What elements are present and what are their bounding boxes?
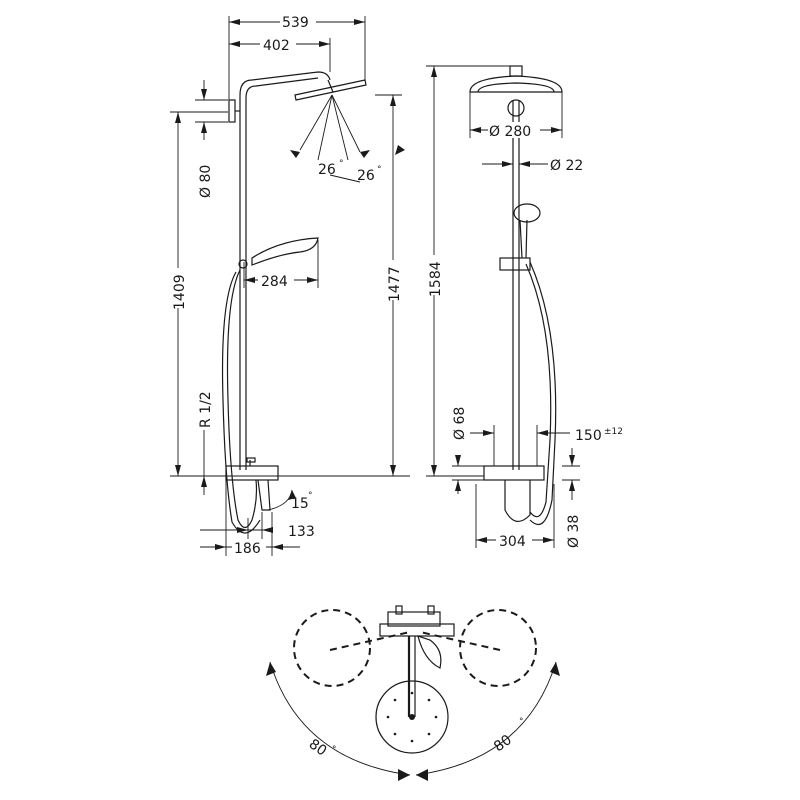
top-angle-left-label: 80 xyxy=(306,736,330,759)
dim-d68-label: Ø 68 xyxy=(452,407,468,440)
front-hand-shower-holder xyxy=(499,257,531,271)
dim-d38-label: Ø 38 xyxy=(566,515,582,548)
svg-text:°: ° xyxy=(339,159,344,169)
dim-284-label: 284 xyxy=(261,274,288,290)
dim-150-label: 150 xyxy=(575,428,602,444)
thermostat-mixer xyxy=(225,465,279,481)
front-hand-shower xyxy=(513,203,541,223)
front-view: Ø 280 Ø 22 1584 Ø 68 150 ±12 xyxy=(426,65,623,550)
front-overhead-head xyxy=(469,75,563,93)
bath-spout xyxy=(257,479,271,511)
dim-133-label: 133 xyxy=(288,524,315,540)
dim-1584-label: 1584 xyxy=(428,261,444,297)
dim-d80-label: Ø 80 xyxy=(198,165,214,198)
riser-pipe-inner xyxy=(245,77,319,470)
riser-pipe xyxy=(239,71,331,470)
dim-1477-label: 1477 xyxy=(387,266,403,302)
dim-1409-label: 1409 xyxy=(172,274,188,310)
front-thermostat xyxy=(483,465,545,481)
top-overhead-head xyxy=(375,680,449,754)
svg-text:°: ° xyxy=(308,491,313,501)
svg-text:°: ° xyxy=(332,745,337,755)
top-mixer-body xyxy=(387,611,441,627)
hand-shower-holder xyxy=(238,259,248,269)
angle-26b-label: 26 xyxy=(357,168,375,184)
dim-402-label: 402 xyxy=(263,38,290,54)
angle-15-label: 15 xyxy=(291,496,309,512)
dim-d280-label: Ø 280 xyxy=(489,124,531,140)
front-shower-hose xyxy=(529,261,557,525)
svg-text:°: ° xyxy=(377,165,382,175)
overhead-shower-head xyxy=(294,79,367,101)
dim-d22-label: Ø 22 xyxy=(550,158,583,174)
dim-304-label: 304 xyxy=(499,534,526,550)
right-rotation-arc xyxy=(415,661,557,776)
svg-text:°: ° xyxy=(519,717,524,727)
angle-26a-label: 26 xyxy=(318,162,336,178)
dim-186-label: 186 xyxy=(234,541,261,557)
dim-539-label: 539 xyxy=(282,15,309,31)
top-angle-right-label: 80 xyxy=(491,732,515,755)
dim-150-tolerance: ±12 xyxy=(604,427,623,437)
hand-shower xyxy=(251,237,319,266)
left-rotation-arc xyxy=(269,661,411,776)
wall-bracket-top xyxy=(228,99,236,123)
dim-r12-label: R 1/2 xyxy=(198,391,214,428)
left-swivel-circle xyxy=(293,609,371,687)
side-view: 539 402 Ø 80 1409 R 1/2 1 xyxy=(170,14,410,557)
right-swivel-circle xyxy=(459,609,537,687)
top-view: 80 ° 80 ° xyxy=(266,605,560,781)
shower-hose xyxy=(226,269,258,529)
